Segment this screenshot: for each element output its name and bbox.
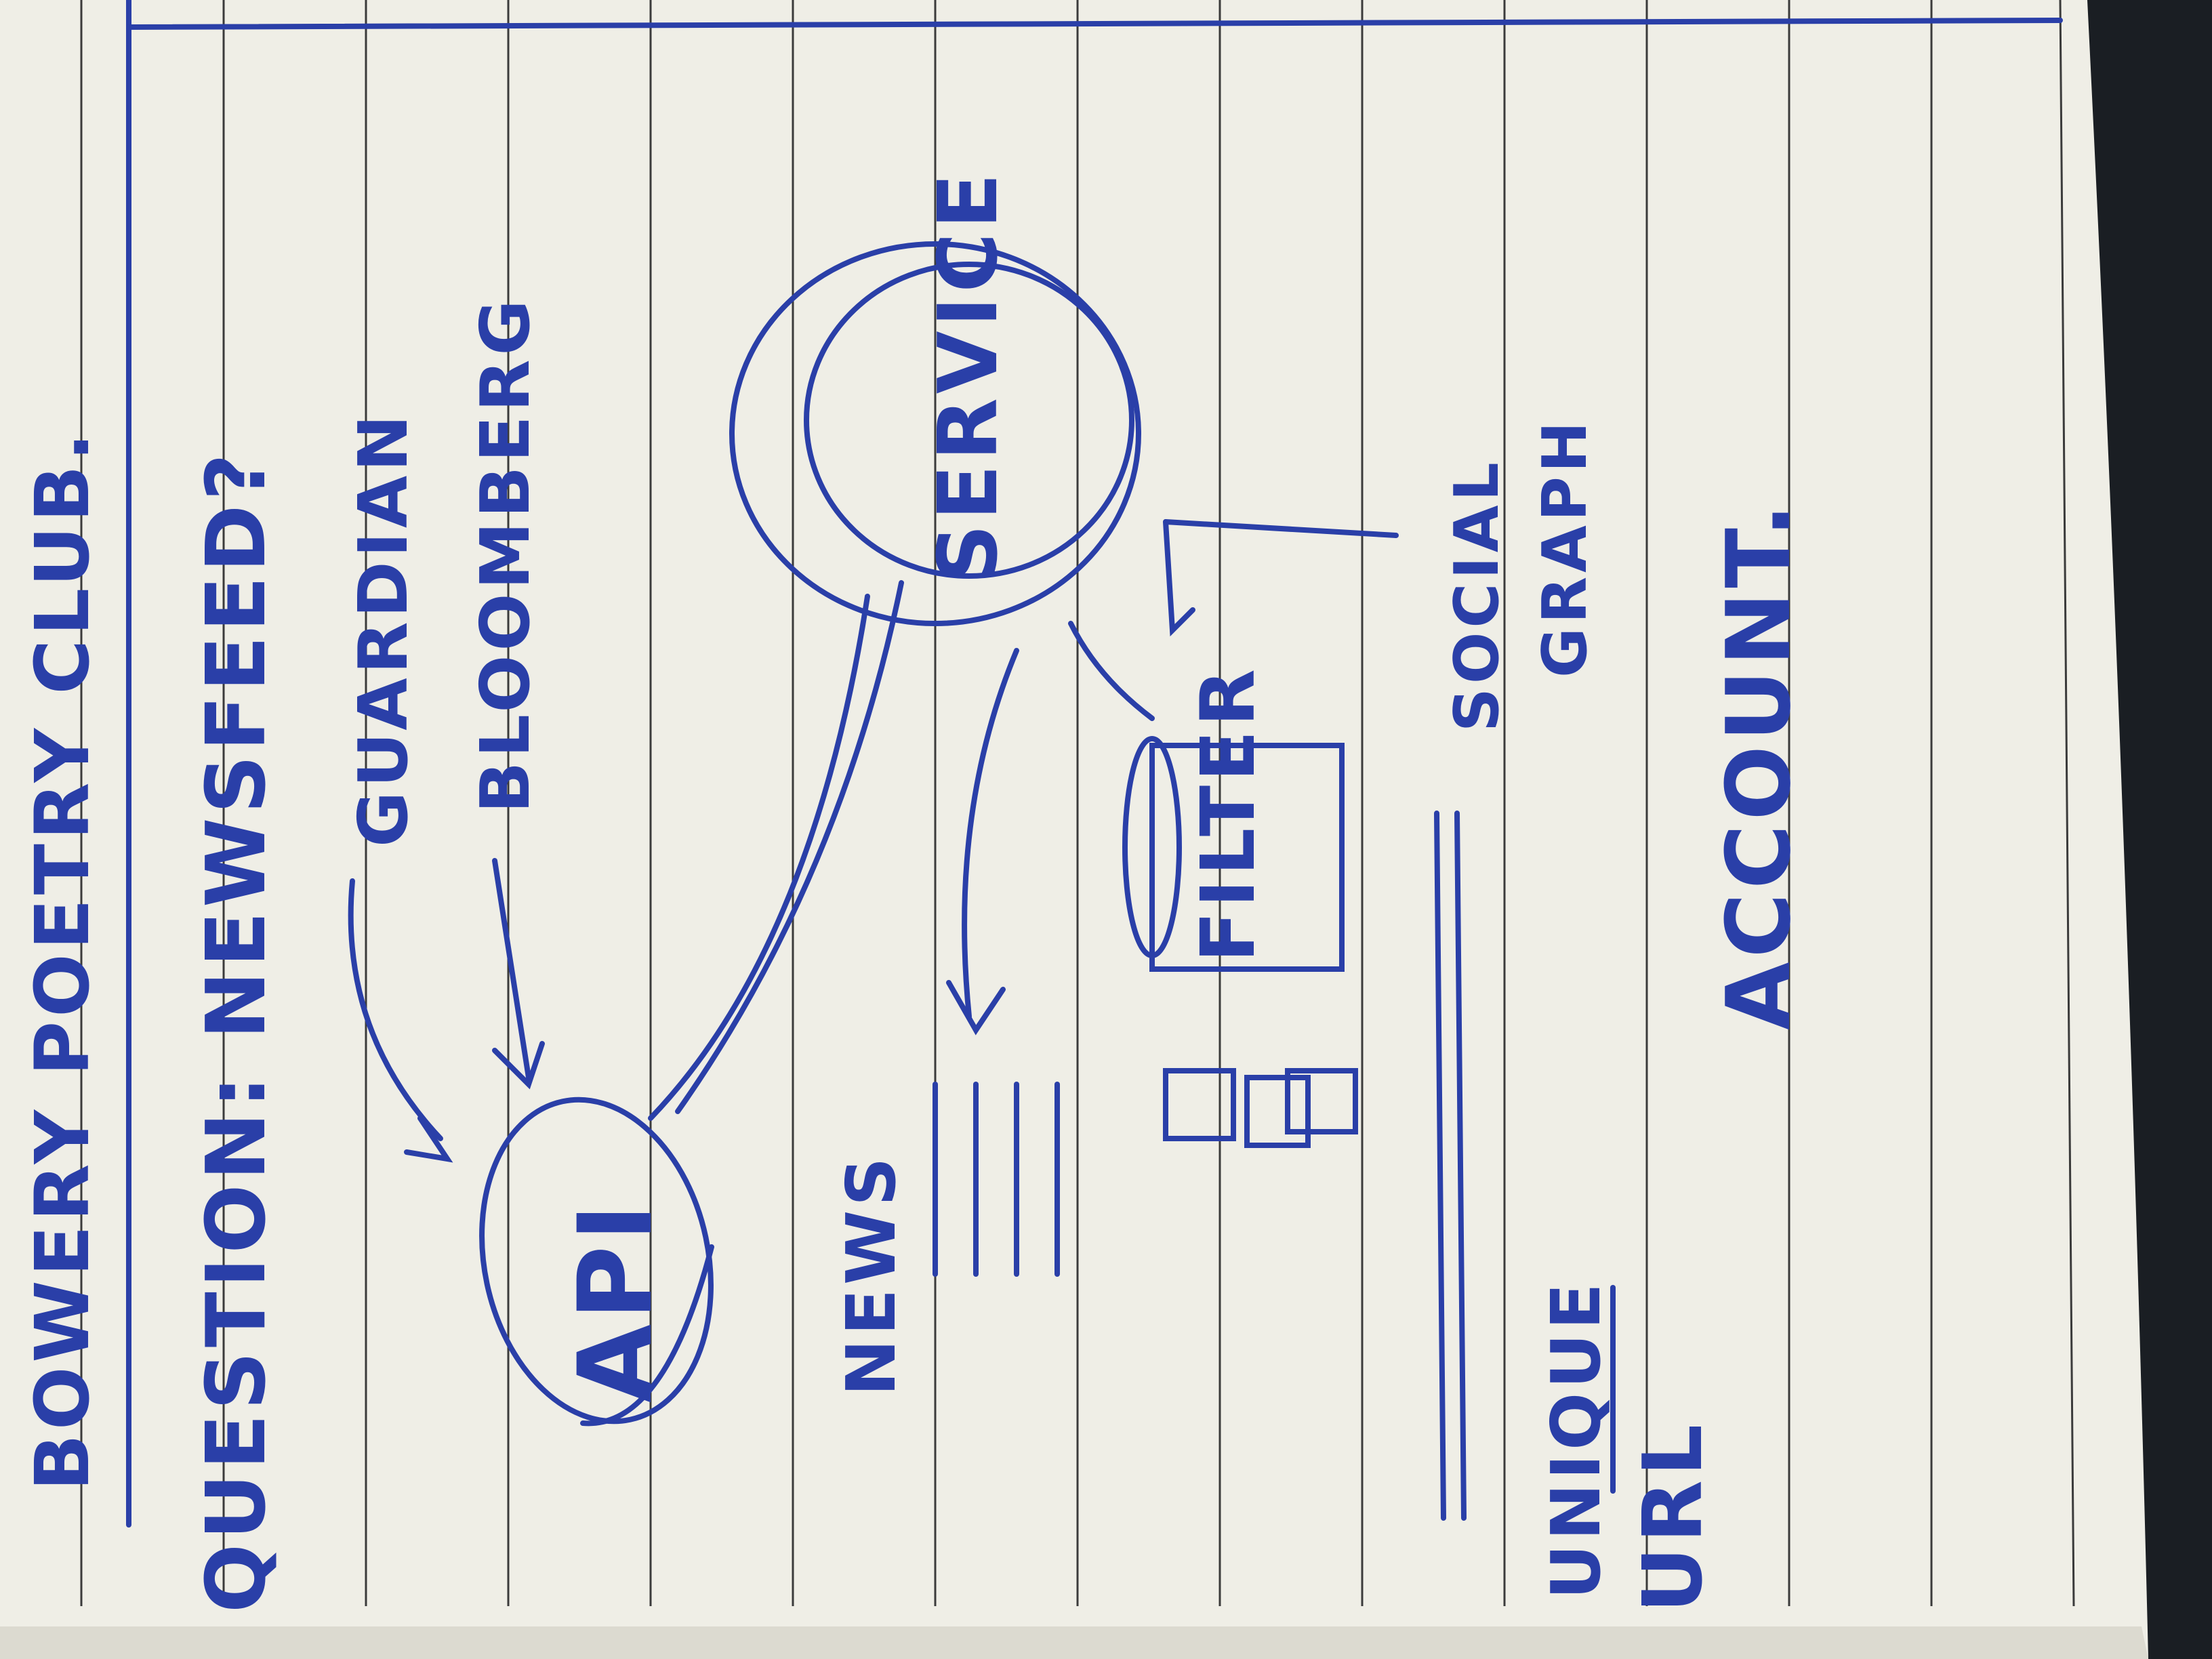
service-filter-arrow [1068,621,1155,721]
bloomberg-arrow [492,858,531,1080]
social-text: SOCIAL [1441,458,1513,732]
bloomberg-arrowhead [492,1041,545,1090]
handwritten-labels: BOWERY POETRY CLUB. QUESTION: NEWSFEED? … [19,169,1810,1613]
news-arrowhead [946,980,1006,1036]
filter-arrow-2 [1163,519,1195,637]
unique-text: UNIQUE [1536,1279,1616,1599]
api-disc [479,1097,714,1425]
filter-text: FILTER [1185,665,1271,962]
question-text: QUESTION: NEWSFEED? [190,449,284,1613]
url-text: URL [1626,1420,1721,1613]
news-text: NEWS [832,1153,911,1396]
header-text: BOWERY POETRY CLUB. [19,429,106,1491]
top-bracket [126,18,2063,30]
api-text: API [557,1200,675,1403]
separator-1 [1434,811,1446,1521]
account-text: ACCOUNT. [1707,499,1810,1030]
bloomberg-text: BLOOMBERG [466,295,545,813]
guardian-text: GUARDIAN [344,411,423,847]
filter-output-1 [1163,1068,1236,1141]
filter-cylinder-body [1149,743,1345,972]
notebook-page [0,0,2148,1659]
service-disc-inner [804,262,1134,579]
api-service-line [648,594,870,1121]
ink-sketch [126,0,2063,1528]
guardian-arrowhead [404,1115,453,1163]
filter-output-2 [1244,1075,1311,1148]
api-disc-edge [580,1244,714,1427]
page-edge [0,1626,2148,1659]
guardian-arrow [348,878,443,1141]
ruled-lines [80,0,2075,1607]
service-text: SERVICE [922,169,1016,583]
separator-2 [1454,811,1467,1521]
api-service-line-2 [675,580,904,1114]
filter-output-3 [1285,1068,1358,1134]
graph-text: GRAPH [1530,417,1601,678]
social-graph-line [1163,519,1399,538]
service-news-arrow [962,648,1019,1019]
service-disc [729,241,1141,626]
